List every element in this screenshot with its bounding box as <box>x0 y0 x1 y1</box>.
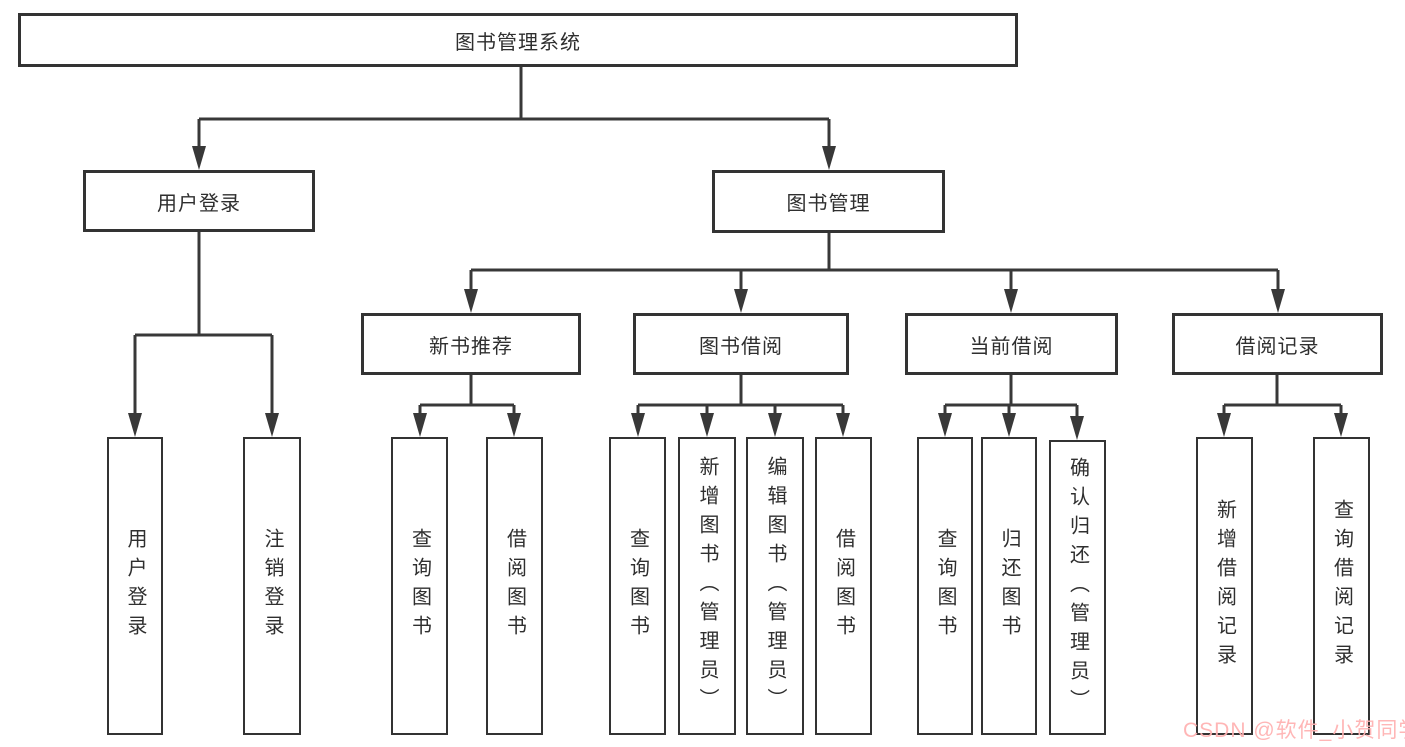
leaf-add-borrow-record: 新增借阅记录 <box>1196 437 1253 735</box>
leaf-label: 编辑图书（管理员） <box>764 455 786 717</box>
connector-new-book-children <box>413 375 521 437</box>
leaf-return-books: 归还图书 <box>981 437 1037 735</box>
leaf-add-books-admin: 新增图书（管理员） <box>678 437 736 735</box>
node-book-management: 图书管理 <box>712 170 945 233</box>
leaf-label: 借阅图书 <box>503 528 526 644</box>
node-new-book-recommendation: 新书推荐 <box>361 313 581 375</box>
node-label: 图书借阅 <box>699 335 783 358</box>
connector-book-borrow-children <box>631 375 850 437</box>
node-user-login: 用户登录 <box>83 170 315 232</box>
leaf-label: 借阅图书 <box>832 528 855 644</box>
node-label: 当前借阅 <box>969 335 1054 358</box>
leaf-borrow-books: 借阅图书 <box>815 437 872 735</box>
node-label: 图书管理 <box>786 193 871 215</box>
leaf-confirm-return-admin: 确认归还（管理员） <box>1049 440 1106 735</box>
leaf-query-books-borrow: 查询图书 <box>609 437 666 735</box>
leaf-label: 查询借阅记录 <box>1330 499 1353 673</box>
leaf-user-login: 用户登录 <box>107 437 163 735</box>
leaf-label: 注销登录 <box>261 528 283 644</box>
leaf-label: 归还图书 <box>998 528 1020 644</box>
leaf-query-books-recommend: 查询图书 <box>391 437 448 735</box>
node-label: 用户登录 <box>157 192 241 215</box>
leaf-label: 新增图书（管理员） <box>696 455 718 717</box>
connector-current-borrow-children <box>938 375 1084 440</box>
leaf-label: 用户登录 <box>124 528 146 644</box>
node-label: 新书推荐 <box>429 335 513 358</box>
connector-root-to-level2 <box>192 67 836 170</box>
leaf-label: 查询图书 <box>626 528 649 644</box>
leaf-borrow-books-recommend: 借阅图书 <box>486 437 543 735</box>
leaf-edit-books-admin: 编辑图书（管理员） <box>746 437 804 735</box>
leaf-label: 确认归还（管理员） <box>1066 457 1089 718</box>
node-current-borrowing: 当前借阅 <box>905 313 1118 375</box>
node-borrowing-records: 借阅记录 <box>1172 313 1383 375</box>
leaf-query-borrow-record: 查询借阅记录 <box>1313 437 1370 735</box>
connector-borrow-records-children <box>1217 375 1348 437</box>
leaf-query-books-current: 查询图书 <box>917 437 973 735</box>
node-library-management-system: 图书管理系统 <box>18 13 1018 67</box>
leaf-label: 查询图书 <box>408 528 431 644</box>
node-label: 借阅记录 <box>1235 335 1320 358</box>
connector-book-management-children <box>464 233 1285 313</box>
csdn-watermark: CSDN @软件_小贺同学 <box>1183 719 1405 742</box>
leaf-label: 新增借阅记录 <box>1213 499 1236 673</box>
connector-user-login-children <box>128 232 279 437</box>
leaf-label: 查询图书 <box>934 528 956 644</box>
node-label: 图书管理系统 <box>455 31 581 54</box>
leaf-logout: 注销登录 <box>243 437 301 735</box>
node-book-borrowing: 图书借阅 <box>633 313 849 375</box>
